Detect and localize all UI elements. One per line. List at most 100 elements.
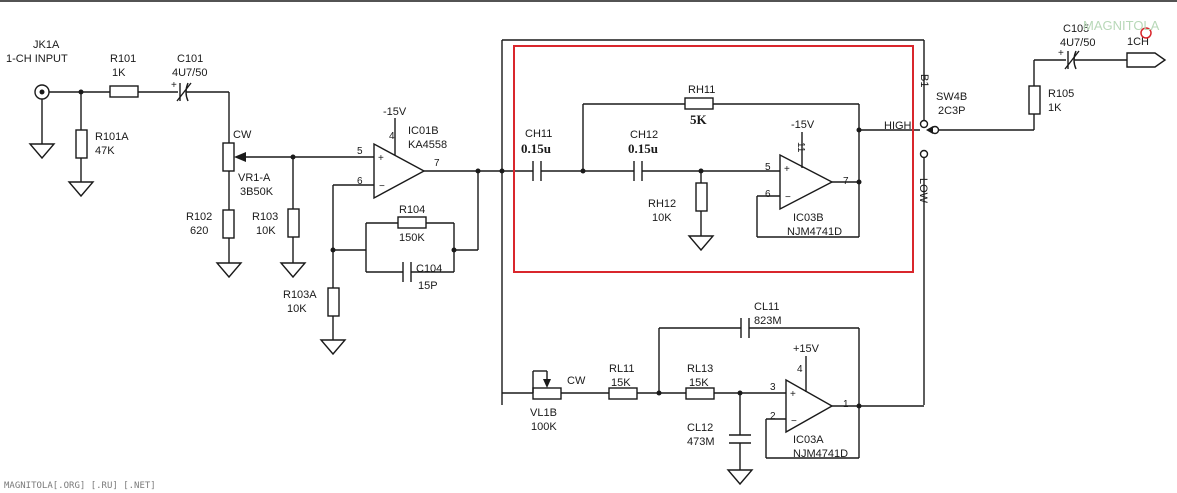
junction	[856, 179, 862, 185]
ic03a-pin1: 1	[843, 399, 849, 410]
ch11-label: CH11	[525, 128, 552, 140]
resistor-r105	[1028, 85, 1041, 115]
ic03b-pin11: 11	[795, 142, 806, 153]
rh12-label: RH12	[648, 198, 676, 210]
ic03a-type: NJM4741D	[793, 448, 848, 460]
ic03b-pin5: 5	[765, 162, 771, 173]
resistor-r101a	[75, 129, 88, 159]
ic03b-label: IC03B	[793, 212, 824, 224]
resistor-r101	[109, 85, 139, 98]
r103-label: R103	[252, 211, 278, 223]
capacitor-c101: +	[171, 80, 192, 102]
svg-text:+: +	[171, 80, 177, 91]
r105-value: 1K	[1048, 102, 1062, 114]
ic01b-pin5: 5	[357, 146, 363, 157]
minus-sign: −	[785, 192, 791, 203]
ic03b-supply: -15V	[791, 119, 815, 131]
vl1b-value: 100K	[531, 421, 557, 433]
resistor-r103a	[327, 287, 340, 317]
r104-value: 150K	[399, 232, 425, 244]
r103-value: 10K	[256, 225, 276, 237]
resistor-rl13	[685, 387, 715, 400]
ground-symbol	[319, 339, 347, 356]
ground-symbol	[687, 235, 715, 252]
r103a-label: R103A	[283, 289, 317, 301]
sw4b-label: SW4B	[936, 91, 967, 103]
highlight-box	[513, 45, 914, 273]
ch11-value: 0.15u	[521, 141, 551, 156]
sw4b-type: 2C3P	[938, 105, 966, 117]
rh11-label: RH11	[688, 84, 715, 96]
capacitor-cl12	[729, 434, 751, 444]
rl11-label: RL11	[609, 363, 634, 375]
rl11-value: 15K	[611, 377, 631, 389]
ic01b-pin4: 4	[389, 131, 395, 142]
rh12-value: 10K	[652, 212, 672, 224]
vl1b-label: VL1B	[530, 407, 557, 419]
ic01b-label: IC01B	[408, 125, 439, 137]
ic03a-pin4: 4	[797, 364, 803, 375]
opamp-ic03b	[779, 153, 834, 211]
sw-b1-label: B1	[918, 74, 930, 87]
watermark-logo: MAGNITOLA	[1083, 18, 1160, 33]
plus-sign: +	[378, 153, 384, 164]
ic01b-type: KA4558	[408, 139, 447, 151]
input-jack-jk1a	[28, 84, 56, 160]
output-connector	[1126, 52, 1167, 68]
capacitor-ch12	[633, 161, 643, 181]
resistor-rh11	[684, 97, 714, 110]
ic01b-supply: -15V	[383, 106, 407, 118]
rl13-label: RL13	[687, 363, 713, 375]
ic01b-pin7: 7	[434, 158, 440, 169]
c101-label: C101	[177, 53, 203, 65]
junction	[475, 168, 481, 174]
r102-label: R102	[186, 211, 212, 223]
minus-sign: −	[791, 416, 797, 427]
capacitor-cl11	[740, 318, 750, 338]
r103a-value: 10K	[287, 303, 307, 315]
resistor-r104	[397, 216, 427, 229]
r105-label: R105	[1048, 88, 1074, 100]
ic03a-pin3: 3	[770, 382, 776, 393]
ic03a-supply: +15V	[793, 343, 820, 355]
cl12-value: 473M	[687, 436, 715, 448]
ch12-label: CH12	[630, 129, 658, 141]
capacitor-c105: +	[1058, 48, 1080, 70]
vr1a-label: VR1-A	[238, 172, 271, 184]
vr1a-value: 3B50K	[240, 186, 274, 198]
resistor-rl11	[608, 387, 638, 400]
sw-high-label: HIGH	[884, 120, 912, 132]
r101-value: 1K	[112, 67, 126, 79]
cw1-label: CW	[233, 129, 252, 141]
capacitor-c104	[402, 262, 412, 282]
opamp-ic01b	[373, 142, 426, 200]
r104-label: R104	[399, 204, 425, 216]
rh11-value: 5K	[690, 112, 708, 127]
ground-symbol	[726, 469, 754, 486]
ground-symbol	[67, 181, 95, 198]
ic03a-label: IC03A	[793, 434, 824, 446]
opamp-ic03a	[785, 378, 834, 434]
ic03a-pin2: 2	[770, 411, 776, 422]
ground-symbol	[279, 262, 307, 279]
cl12-label: CL12	[687, 422, 713, 434]
watermark-logo-icon	[1140, 27, 1152, 39]
capacitor-ch11	[532, 161, 542, 181]
ground-symbol	[215, 262, 243, 279]
c105-value: 4U7/50	[1060, 37, 1095, 49]
jk1a-label: JK1A	[33, 39, 60, 51]
r101-label: R101	[110, 53, 136, 65]
plus-sign: +	[790, 389, 796, 400]
cl11-label: CL11	[754, 301, 779, 313]
watermark-text: MAGNITOLA[.ORG] [.RU] [.NET]	[4, 481, 156, 491]
plus-sign: +	[784, 164, 790, 175]
cw2-label: CW	[567, 375, 586, 387]
minus-sign: −	[379, 181, 385, 192]
r101a-value: 47K	[95, 145, 115, 157]
c104-label: C104	[416, 263, 442, 275]
ch12-value: 0.15u	[628, 141, 658, 156]
sw-low-label: LOW	[917, 178, 929, 204]
c105-label: C105	[1063, 23, 1089, 35]
switch-sw4b	[919, 119, 940, 159]
